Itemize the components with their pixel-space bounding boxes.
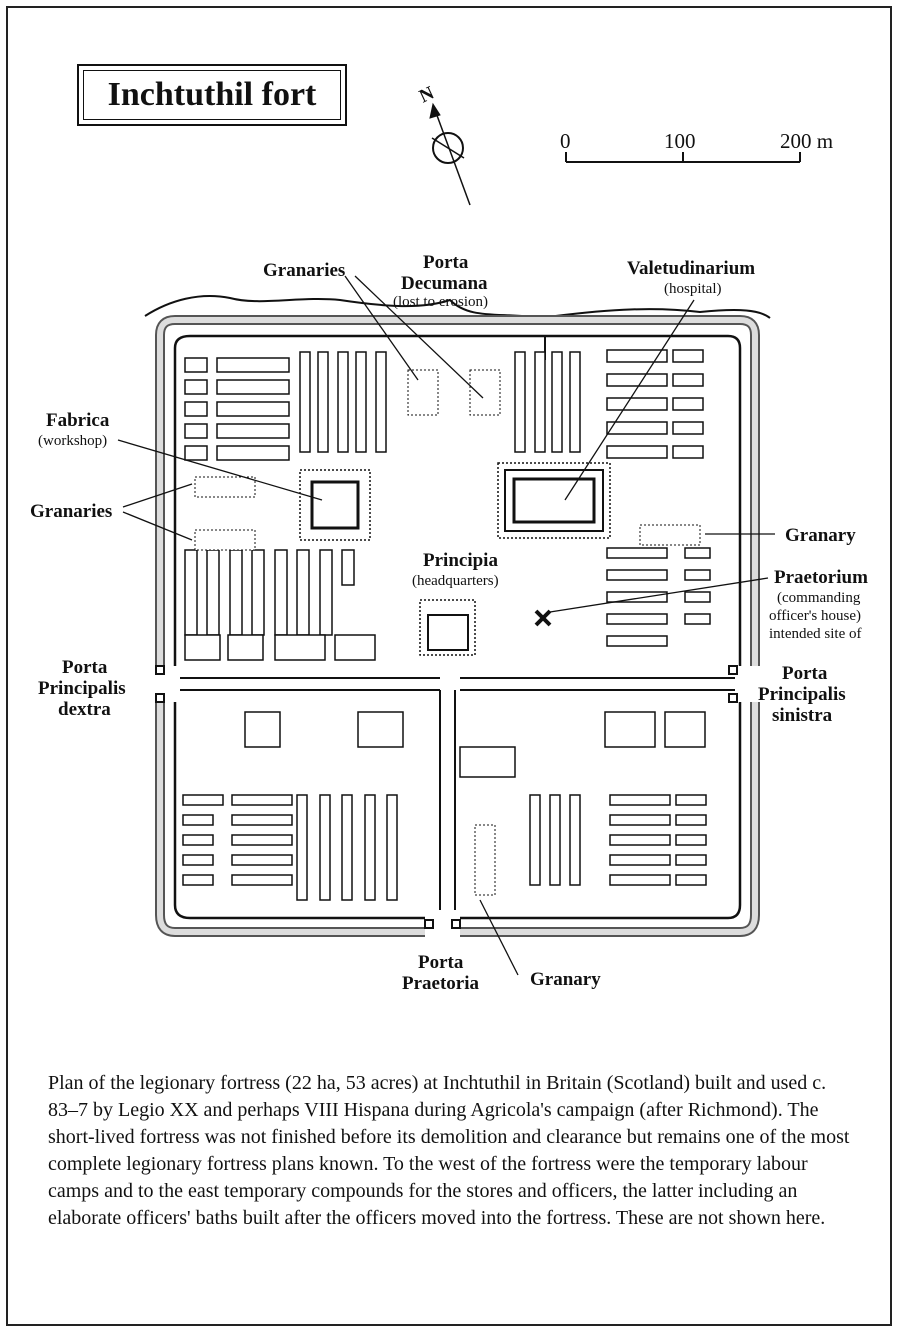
label-ppd-2: Principalis — [38, 678, 126, 699]
label-porta-decumana-1: Porta — [423, 252, 469, 273]
label-valetudinarium-note: (hospital) — [664, 281, 722, 297]
label-pps-3: sinistra — [772, 705, 833, 726]
label-valetudinarium: Valetudinarium — [627, 258, 755, 279]
label-ppd-1: Porta — [62, 657, 108, 678]
label-praetorium-note-2: officer's house) — [769, 608, 861, 624]
principia-building — [419, 599, 476, 656]
rampart — [155, 315, 760, 937]
label-principia: Principia — [423, 550, 498, 571]
scale-tick-0: 0 — [560, 129, 571, 153]
label-principia-note: (headquarters) — [412, 573, 499, 589]
granary-blocks — [194, 369, 701, 896]
praetorium-site-marker-icon — [534, 609, 552, 627]
label-granaries-north: Granaries — [263, 260, 345, 281]
scale-tick-100: 100 — [664, 129, 696, 153]
page-frame — [6, 6, 892, 1326]
map-caption: Plan of the legionary fortress (22 ha, 5… — [48, 1072, 850, 1229]
north-arrow-icon — [429, 102, 471, 206]
label-praetorium-note-1: (commanding — [777, 590, 861, 606]
scale-tick-200: 200 m — [780, 129, 833, 153]
label-praetorium-note-3: intended site of — [769, 626, 861, 642]
fabrica-building — [299, 469, 371, 541]
gate-towers — [155, 665, 738, 929]
label-praetorium: Praetorium — [774, 567, 868, 588]
label-granary-east: Granary — [785, 525, 856, 546]
title-box: Inchtuthil fort — [77, 64, 347, 126]
streets — [180, 336, 735, 910]
scale-bar — [565, 152, 801, 163]
label-porta-decumana-2: Decumana — [401, 273, 488, 294]
label-pps-1: Porta — [782, 663, 828, 684]
label-porta-praetoria-1: Porta — [418, 952, 464, 973]
label-porta-decumana-note: (lost to erosion) — [393, 294, 488, 310]
label-pps-2: Principalis — [758, 684, 846, 705]
label-fabrica: Fabrica — [46, 410, 110, 431]
label-granary-south: Granary — [530, 969, 601, 990]
map-title: Inchtuthil fort — [83, 70, 341, 120]
erosion-line — [144, 295, 771, 320]
label-ppd-3: dextra — [58, 699, 111, 720]
valetudinarium-building — [497, 462, 611, 539]
north-label: N — [416, 82, 438, 107]
label-granaries-west: Granaries — [30, 501, 112, 522]
barrack-blocks — [182, 349, 711, 901]
label-fabrica-note: (workshop) — [38, 433, 107, 449]
label-porta-praetoria-2: Praetoria — [402, 973, 480, 994]
leader-lines — [117, 275, 775, 976]
